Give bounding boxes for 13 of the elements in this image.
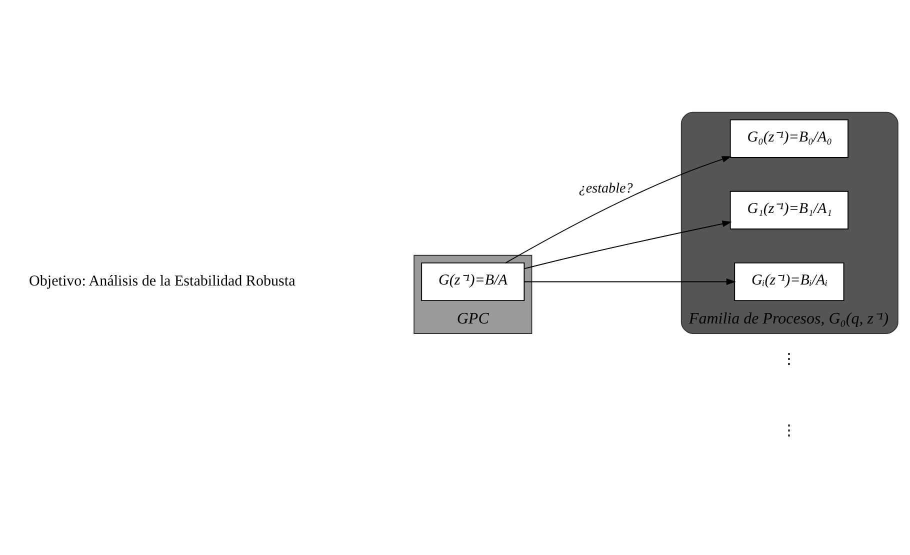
node-box: G(z⁻¹)=B/A	[421, 262, 525, 302]
label: Objetivo: Análisis de la Estabilidad Robusta	[29, 273, 296, 290]
arrow	[524, 278, 736, 286]
label: ⋮	[782, 422, 797, 439]
edge-label: ¿estable?	[578, 180, 633, 196]
arrow	[524, 220, 732, 270]
node-box: G₁(z⁻¹)=B₁/A₁	[730, 190, 848, 230]
node-box: G₀(z⁻¹)=B₀/A₀	[730, 119, 848, 158]
arrow	[505, 156, 732, 264]
node-box: Gᵢ(z⁻¹)=Bᵢ/Aᵢ	[734, 262, 844, 302]
label: ⋮	[782, 351, 797, 368]
node-label: GPC	[456, 310, 489, 328]
cluster	[414, 254, 532, 334]
